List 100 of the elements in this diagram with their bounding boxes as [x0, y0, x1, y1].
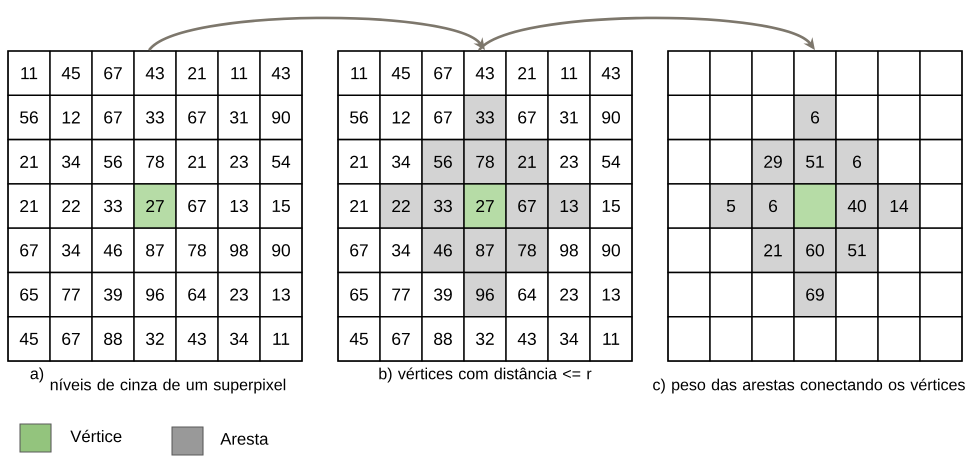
table-cell: 64: [175, 272, 219, 318]
table-cell: 6: [793, 94, 837, 140]
table-cell: 43: [175, 316, 219, 362]
table-cell: 6: [835, 138, 879, 185]
table-cell: 78: [505, 227, 549, 274]
table-cell: 43: [133, 50, 177, 96]
table-cell: 21: [505, 138, 549, 185]
table-cell: 78: [463, 138, 507, 185]
table-cell: 43: [259, 50, 303, 96]
table-cell: 40: [835, 183, 879, 229]
table-cell: 21: [7, 138, 51, 185]
table-cell: 23: [217, 272, 261, 318]
table-cell: 67: [7, 227, 51, 274]
table-cell: 45: [7, 316, 51, 362]
table-cell: 51: [835, 227, 879, 274]
table-cell: 34: [217, 316, 261, 362]
table-cell: 39: [91, 272, 135, 318]
table-cell: 56: [421, 138, 465, 185]
table-cell: 98: [217, 227, 261, 274]
table-cell: 54: [259, 138, 303, 185]
table-cell: 87: [463, 227, 507, 274]
table-cell: 67: [421, 50, 465, 96]
table-cell: 45: [49, 50, 93, 96]
table-cell: 34: [49, 227, 93, 274]
grid-label: b) vértices com distância <= r: [379, 367, 592, 383]
table-cell: 23: [547, 138, 591, 185]
table-cell: 46: [91, 227, 135, 274]
table-cell: 78: [133, 138, 177, 185]
table-cell: 13: [589, 272, 633, 318]
table-cell: 67: [379, 316, 423, 362]
table-cell: 13: [547, 183, 591, 229]
table-cell: 6: [751, 183, 795, 229]
table-cell: 33: [91, 183, 135, 229]
table-cell: 54: [589, 138, 633, 185]
table-cell: 34: [547, 316, 591, 362]
table-cell: 67: [505, 94, 549, 140]
table-cell: 65: [337, 272, 381, 318]
table-cell: 67: [49, 316, 93, 362]
table-cell: 67: [91, 94, 135, 140]
table-cell: 31: [547, 94, 591, 140]
table-cell: 67: [337, 227, 381, 274]
table-cell: 15: [589, 183, 633, 229]
table-cell: 90: [589, 227, 633, 274]
table-cell: 11: [7, 50, 51, 96]
table-cell: 34: [49, 138, 93, 185]
table-cell: 34: [379, 227, 423, 274]
table-cell: 21: [175, 138, 219, 185]
legend-label: Vértice: [70, 430, 122, 442]
table-cell: 69: [793, 272, 837, 318]
table-cell: 43: [589, 50, 633, 96]
table-cell: 88: [421, 316, 465, 362]
curved-arrow: [148, 16, 485, 52]
table-cell: 33: [133, 94, 177, 140]
table-cell: 5: [709, 183, 753, 229]
table-cell: 33: [421, 183, 465, 229]
table-cell: 14: [877, 183, 921, 229]
table-cell: 77: [49, 272, 93, 318]
table-cell: 98: [547, 227, 591, 274]
curved-arrow: [478, 16, 815, 52]
grid-label: c) peso das arestas conectando os vértices: [653, 378, 965, 394]
table-cell: 15: [259, 183, 303, 229]
table-cell: 27: [463, 183, 507, 229]
table-cell: 11: [337, 50, 381, 96]
table-cell: 65: [7, 272, 51, 318]
table-cell: 21: [337, 138, 381, 185]
table-cell: 22: [49, 183, 93, 229]
table-cell: 87: [133, 227, 177, 274]
table-cell: 21: [505, 50, 549, 96]
table-cell: 23: [217, 138, 261, 185]
table-cell: 90: [589, 94, 633, 140]
legend-label: Aresta: [220, 433, 268, 445]
table-cell: 88: [91, 316, 135, 362]
table-cell: 27: [133, 183, 177, 229]
table-cell: 96: [463, 272, 507, 318]
table-cell: 56: [91, 138, 135, 185]
table-cell: 90: [259, 227, 303, 274]
table-cell: 77: [379, 272, 423, 318]
table-cell: 23: [547, 272, 591, 318]
table-cell: 90: [259, 94, 303, 140]
table-cell: 45: [379, 50, 423, 96]
table-cell: 31: [217, 94, 261, 140]
grid-label: níveis de cinza de um superpixel: [50, 378, 286, 394]
table-cell: 29: [751, 138, 795, 185]
table-cell: 32: [133, 316, 177, 362]
table-cell: 21: [175, 50, 219, 96]
table-cell: 21: [751, 227, 795, 274]
table-cell: 78: [175, 227, 219, 274]
table-cell: 12: [379, 94, 423, 140]
table-cell: 64: [505, 272, 549, 318]
table-cell: 34: [379, 138, 423, 185]
table-cell: 11: [589, 316, 633, 362]
table-cell: 12: [49, 94, 93, 140]
table-cell: 22: [379, 183, 423, 229]
table-cell: 13: [217, 183, 261, 229]
grid-label: a): [30, 368, 44, 382]
table-cell: 32: [463, 316, 507, 362]
table-cell: 11: [547, 50, 591, 96]
table-cell: 60: [793, 227, 837, 274]
table-cell: 43: [463, 50, 507, 96]
table-cell: 56: [337, 94, 381, 140]
